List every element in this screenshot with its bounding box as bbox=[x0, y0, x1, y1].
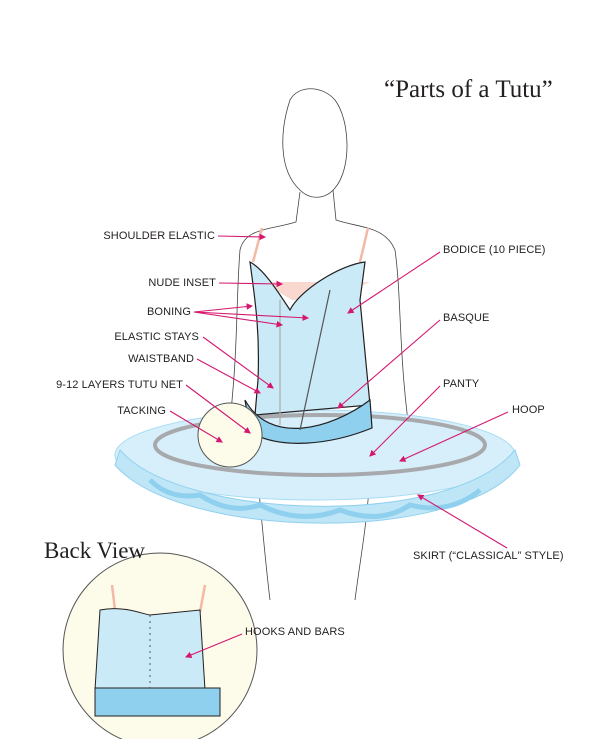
label-basque: BASQUE bbox=[443, 312, 490, 324]
label-elastic-stays: ELASTIC STAYS bbox=[114, 331, 199, 343]
hoop-ring bbox=[153, 413, 487, 477]
leader-lines bbox=[169, 233, 509, 658]
label-tutu-net: 9-12 LAYERS TUTU NET bbox=[56, 379, 183, 391]
bodice bbox=[244, 260, 373, 444]
label-hoop: HOOP bbox=[512, 404, 545, 416]
label-tacking: TACKING bbox=[117, 405, 166, 417]
label-nude-inset: NUDE INSET bbox=[148, 277, 216, 289]
tacking-magnifier bbox=[197, 402, 263, 468]
label-waistband: WAISTBAND bbox=[128, 353, 194, 365]
diagram-title: “Parts of a Tutu” bbox=[384, 76, 553, 103]
label-boning: BONING bbox=[147, 306, 191, 318]
back-view-title: Back View bbox=[44, 538, 146, 563]
shoulder-elastic-straps bbox=[251, 227, 370, 263]
back-view-illustration bbox=[62, 552, 258, 739]
label-panty: PANTY bbox=[443, 378, 480, 390]
label-skirt: SKIRT (“CLASSICAL” STYLE) bbox=[413, 550, 564, 562]
label-hooks-and-bars: HOOKS AND BARS bbox=[245, 626, 345, 638]
label-bodice: BODICE (10 PIECE) bbox=[443, 244, 546, 256]
label-shoulder-elastic: SHOULDER ELASTIC bbox=[103, 230, 215, 242]
